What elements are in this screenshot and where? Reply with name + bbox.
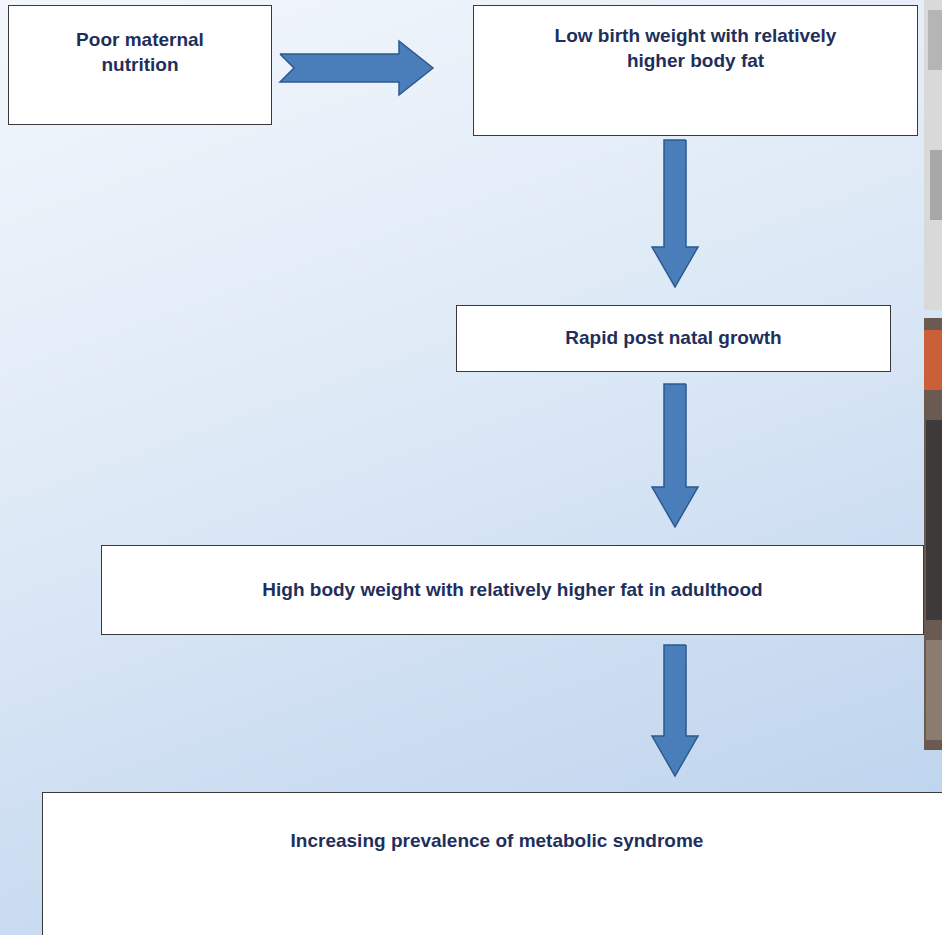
- box-label: Poor maternal nutrition: [60, 28, 220, 77]
- photo-person: [924, 318, 942, 750]
- process-box: Increasing prevalence of metabolic syndr…: [42, 792, 942, 935]
- box-label: Rapid post natal growth: [565, 326, 781, 351]
- box-label: Low birth weight with relatively higher …: [546, 24, 846, 73]
- photo-detail: [928, 10, 942, 70]
- box-label: High body weight with relatively higher …: [262, 578, 762, 603]
- photo-detail: [924, 330, 942, 390]
- block-arrow: [652, 645, 698, 776]
- process-box: Low birth weight with relatively higher …: [473, 5, 918, 136]
- photo-detail: [926, 640, 942, 740]
- photo-detail: [926, 420, 942, 620]
- process-box: High body weight with relatively higher …: [101, 545, 924, 635]
- block-arrow: [652, 140, 698, 287]
- process-box: Poor maternal nutrition: [8, 5, 272, 125]
- process-box: Rapid post natal growth: [456, 305, 891, 372]
- photo-grey: [924, 0, 942, 310]
- block-arrow: [652, 384, 698, 527]
- box-label: Increasing prevalence of metabolic syndr…: [291, 829, 704, 854]
- block-arrow: [280, 41, 433, 95]
- photo-detail: [930, 150, 942, 220]
